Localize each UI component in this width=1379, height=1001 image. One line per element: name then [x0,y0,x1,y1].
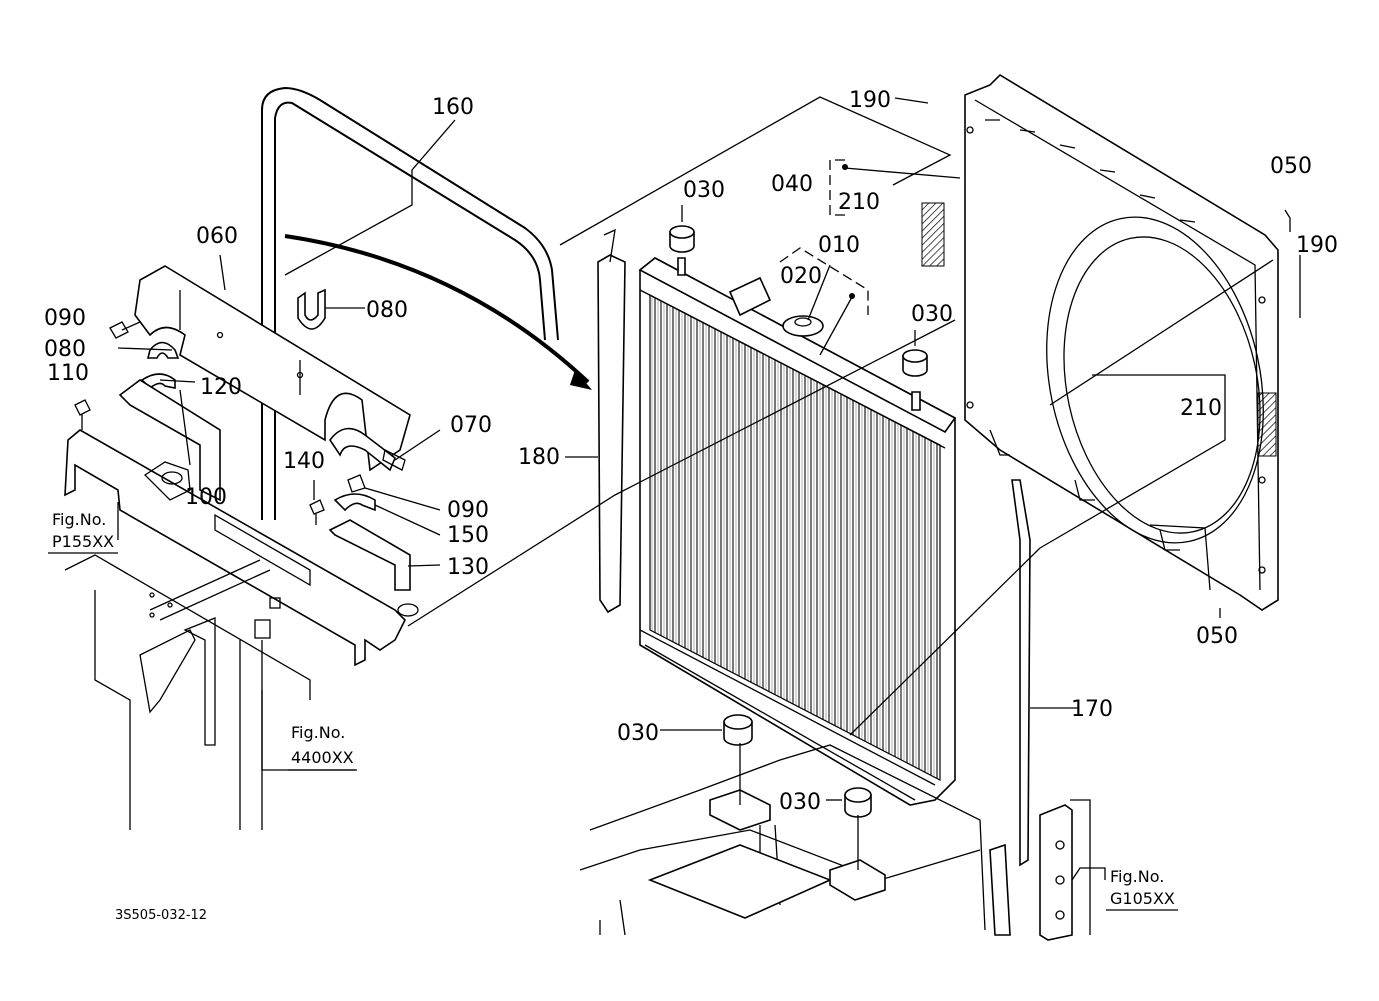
bolt [347,474,366,493]
bolt [74,399,91,430]
fig-ref-label: Fig.No. [1110,867,1164,886]
u-clamp [333,493,376,512]
rubber-mount [723,714,753,746]
label-070: 070 [450,413,492,438]
u-clamp [329,427,396,472]
lower-frame [579,744,1091,941]
label-090-right: 090 [447,498,489,523]
label-180: 180 [518,445,560,470]
label-060: 060 [196,224,238,249]
fig-ref-code: 4400XX [291,748,354,767]
label-170: 170 [1071,697,1113,722]
label-130: 130 [447,555,489,580]
label-210-right: 210 [1180,396,1222,421]
rubber-seal-inner [274,101,546,520]
label-030-mid: 030 [911,302,953,327]
label-020: 020 [780,264,822,289]
label-030-top: 030 [683,178,725,203]
fig-ref-code: G105XX [1110,889,1175,908]
label-100: 100 [185,485,227,510]
label-190-right: 190 [1296,233,1338,258]
rubber-mount [902,349,928,377]
leader-lines [117,96,1301,881]
drawing-code: 3S505-032-12 [115,908,207,923]
label-190-top: 190 [849,88,891,113]
label-160: 160 [432,95,474,120]
fig-ref-g105xx[interactable]: Fig.No. G105XX [1106,867,1178,911]
fig-ref-label: Fig.No. [52,510,106,529]
label-040: 040 [771,172,813,197]
label-050-bottom: 050 [1196,624,1238,649]
label-140: 140 [283,449,325,474]
label-120: 120 [200,375,242,400]
fig-ref-4400xx[interactable]: Fig.No. 4400XX [288,723,357,771]
u-clamp [140,373,176,390]
bracket [328,519,411,591]
label-090-left: 090 [44,306,86,331]
label-080-right: 080 [366,298,408,323]
bracket [118,379,221,502]
u-clamp [297,288,326,330]
fan-shroud [964,73,1279,611]
label-010: 010 [818,233,860,258]
lower-left-frame [64,429,419,830]
fig-ref-p155xx[interactable]: Fig.No. P155XX [48,510,118,554]
fig-ref-label: Fig.No. [291,723,345,742]
label-decal [921,202,945,267]
label-030-bottom: 030 [779,790,821,815]
label-030-lower: 030 [617,721,659,746]
bolt [109,321,141,339]
label-110: 110 [47,361,89,386]
rubber-mount [844,787,872,818]
part-labels: 160 190 050 040 210 030 010 020 190 060 … [44,88,1338,815]
label-150: 150 [447,523,489,548]
bolt [309,499,325,525]
label-decal [1257,392,1277,457]
fig-ref-code: P155XX [52,532,114,551]
rubber-mount [669,225,695,253]
side-baffle [1011,479,1031,867]
label-080-left: 080 [44,337,86,362]
hose-strip [382,449,406,471]
side-baffle [597,254,626,614]
label-210-top: 210 [838,190,880,215]
label-050-top: 050 [1270,154,1312,179]
upper-plate [134,265,411,472]
radiator [638,257,957,806]
rubber-seal [261,86,559,520]
